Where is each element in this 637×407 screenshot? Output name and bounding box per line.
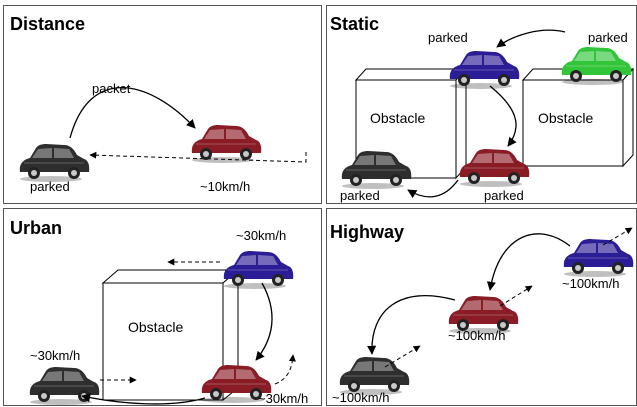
panel-title-highway: Highway xyxy=(330,222,404,242)
car-blue xyxy=(223,250,294,290)
dashed-path-arrow xyxy=(274,354,296,385)
car-blue xyxy=(449,50,520,90)
panel-urban-frame xyxy=(3,208,322,406)
packet-arrow xyxy=(489,85,517,147)
parked-label: parked xyxy=(428,30,468,45)
panel-title-urban: Urban xyxy=(10,218,62,238)
parked-label: parked xyxy=(340,188,380,203)
car-black xyxy=(19,143,90,183)
obstacle-label: Obstacle xyxy=(370,110,425,126)
panel-distance-frame xyxy=(3,5,322,204)
speed-label: ~30km/h xyxy=(30,348,80,363)
packet-arrow xyxy=(496,29,566,48)
packet-arrow xyxy=(367,295,456,355)
obstacle-right: Obstacle xyxy=(521,67,635,168)
packet-arrow xyxy=(81,393,206,405)
speed-label: ~100km/h xyxy=(562,276,619,291)
car-red xyxy=(191,124,262,164)
dashed-path-arrow xyxy=(89,151,307,163)
car-red xyxy=(459,148,530,188)
car-green xyxy=(561,46,632,86)
obstacle-label: Obstacle xyxy=(128,319,183,335)
car-blue xyxy=(563,238,634,278)
parked-label: parked xyxy=(30,179,70,194)
car-black xyxy=(29,366,100,406)
dashed-path-arrow xyxy=(602,227,633,246)
speed-label: ~10km/h xyxy=(200,179,250,194)
packet-arrow xyxy=(486,233,571,291)
parked-label: parked xyxy=(588,30,628,45)
speed-label: ~100km/h xyxy=(448,328,505,343)
dashed-path-arrow xyxy=(499,285,533,307)
speed-label: ~30km/h xyxy=(236,228,286,243)
packet-arrow xyxy=(407,179,459,199)
speed-label: ~30km/h xyxy=(258,391,308,406)
panel-title-distance: Distance xyxy=(10,14,85,34)
panel-title-static: Static xyxy=(330,14,379,34)
packet-arrow xyxy=(255,282,273,361)
speed-label: ~100km/h xyxy=(332,390,389,405)
packet-arrow xyxy=(69,87,196,139)
obstacle-label: Obstacle xyxy=(538,110,593,126)
parked-label: parked xyxy=(484,188,524,203)
